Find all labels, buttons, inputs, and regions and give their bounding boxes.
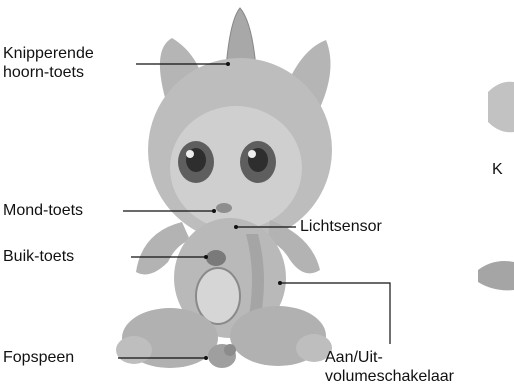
mouth xyxy=(216,203,232,213)
power-volume-switch-label: Aan/Uit- volumeschakelaar xyxy=(325,348,454,386)
mouth-button-label: Mond-toets xyxy=(3,201,83,220)
pacifier-label: Fopspeen xyxy=(3,348,74,367)
partial-doll-top xyxy=(488,82,514,133)
partial-label-k: K xyxy=(492,160,503,179)
light-sensor-label: Lichtsensor xyxy=(300,217,382,236)
partial-doll-bottom xyxy=(478,261,514,290)
horn-label-line2: hoorn-toets xyxy=(3,63,94,82)
power-label-line2: volumeschakelaar xyxy=(325,367,454,386)
unicorn-emblem xyxy=(196,268,240,324)
power-label-line1: Aan/Uit- xyxy=(325,348,454,367)
belly-button-label: Buik-toets xyxy=(3,247,74,266)
horn-button-label: Knipperende hoorn-toets xyxy=(3,44,94,82)
horn-label-line1: Knipperende xyxy=(3,44,94,63)
belly-button xyxy=(206,250,226,266)
